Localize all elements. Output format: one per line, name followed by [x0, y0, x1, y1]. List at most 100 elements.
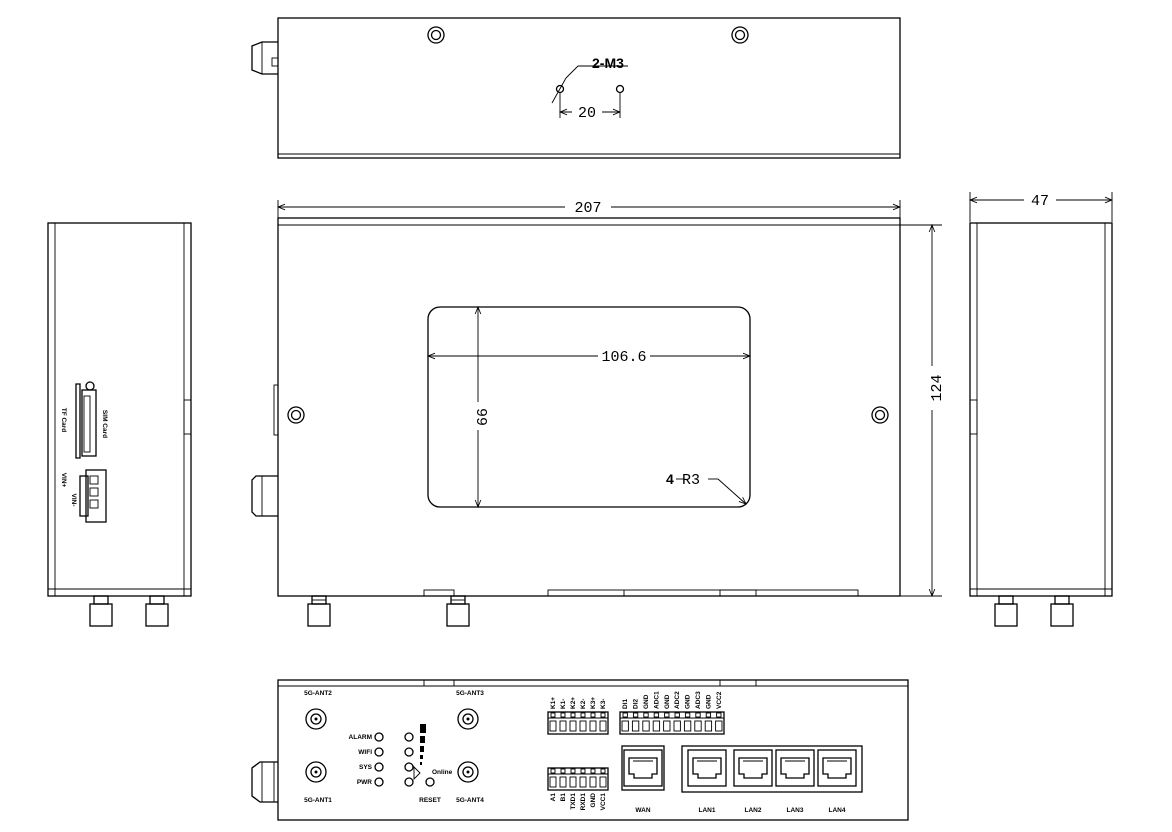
- terminal-screw: [589, 776, 597, 788]
- reset-button[interactable]: [425, 777, 435, 787]
- corner-count-label: 4: [666, 471, 674, 487]
- terminal-label: K2-: [580, 699, 587, 709]
- antenna-label: 5G-ANT1: [304, 797, 332, 804]
- terminal-label: VCC1: [600, 793, 607, 811]
- antenna-label: 5G-ANT3: [456, 690, 484, 697]
- terminal-label: K1-: [560, 699, 567, 709]
- antenna-port-icon: [457, 708, 479, 730]
- terminal-label: A1: [550, 793, 557, 802]
- terminal-screw: [549, 720, 557, 732]
- terminal-screw: [579, 776, 587, 788]
- terminal-screw: [663, 720, 671, 732]
- main-view: 207 124 106.6 6: [251, 198, 946, 627]
- antenna-connector-icon: [1050, 595, 1074, 627]
- ethernet-port-lan3[interactable]: [775, 749, 815, 787]
- antenna-label: 5G-ANT4: [456, 797, 484, 804]
- led-icon: [404, 732, 414, 742]
- led-icon: [404, 777, 414, 787]
- depth-dimension: 47: [1031, 193, 1049, 210]
- terminal-screw: [621, 720, 629, 732]
- terminal-label: GND: [664, 694, 671, 709]
- port-label: LAN2: [745, 807, 762, 814]
- led-icon: [404, 762, 414, 772]
- antenna-port-icon: [305, 708, 327, 730]
- terminal-label: ADC2: [674, 691, 681, 709]
- led-label: PWR: [357, 779, 372, 786]
- right-side-view: 47: [970, 191, 1112, 627]
- led-icon: [374, 762, 384, 772]
- led-label: ALARM: [349, 734, 372, 741]
- ethernet-port-lan4[interactable]: [817, 749, 857, 787]
- terminal-label: DI2: [633, 699, 640, 710]
- screw-icon: [287, 406, 305, 424]
- antenna-connector-icon: [145, 595, 169, 627]
- terminal-screw: [579, 720, 587, 732]
- vin-plus-label: VIN+: [60, 473, 67, 488]
- terminal-label: RXD1: [580, 793, 587, 811]
- terminal-label: GND: [685, 694, 692, 709]
- ethernet-port-wan[interactable]: [621, 745, 665, 791]
- led-label: SYS: [359, 764, 373, 771]
- terminal-screw: [631, 720, 640, 732]
- terminal-block-body: [547, 767, 609, 791]
- terminal-label: TXD1: [570, 793, 577, 810]
- hole-spacing-label: 20: [578, 105, 596, 122]
- terminal-screw: [559, 720, 567, 732]
- led-icon: [374, 777, 384, 787]
- online-label: Online: [432, 769, 453, 776]
- terminal-label: K3-: [600, 699, 607, 709]
- terminal-screw: [569, 776, 577, 788]
- led-label: WIFI: [358, 749, 372, 756]
- antenna-label: 5G-ANT2: [304, 690, 332, 697]
- ethernet-port-lan1[interactable]: [687, 749, 727, 787]
- terminal-label: VCC2: [716, 691, 723, 709]
- terminal-screw: [559, 776, 567, 788]
- height-dimension: 124: [929, 374, 946, 401]
- terminal-screw: [599, 720, 607, 732]
- antenna-port-icon: [305, 761, 327, 783]
- front-panel-view: 5G-ANT2 5G-ANT1 5G-ANT3 5G-ANT4 ALARM WI…: [251, 679, 909, 821]
- antenna-connector-icon: [994, 595, 1018, 627]
- terminal-label: K1+: [550, 697, 557, 709]
- vin-minus-label: VIN-: [70, 494, 77, 507]
- terminal-label: K2+: [570, 697, 577, 709]
- terminal-screw: [569, 720, 577, 732]
- terminal-block: [619, 711, 725, 735]
- reset-label: RESET: [419, 797, 441, 804]
- terminal-block-body: [619, 711, 725, 735]
- terminal-screw: [683, 720, 692, 732]
- screw-icon: [871, 406, 889, 424]
- antenna-connector-icon: [446, 595, 470, 627]
- terminal-screw: [589, 720, 597, 732]
- terminal-screw: [673, 720, 681, 732]
- top-view: 20 2-M3: [251, 17, 901, 159]
- ethernet-port-lan2[interactable]: [733, 749, 773, 787]
- terminal-screw: [694, 720, 702, 732]
- port-label: LAN3: [787, 807, 804, 814]
- terminal-screw: [599, 776, 607, 788]
- terminal-screw: [642, 720, 650, 732]
- terminal-label: B1: [560, 793, 567, 802]
- terminal-screw: [549, 776, 557, 788]
- triangle-icon: [413, 765, 421, 781]
- terminal-block-body: [547, 711, 609, 735]
- terminal-label: GND: [705, 694, 712, 709]
- terminal-labels: K1+K1-K2+K2-K3+K3-: [550, 697, 607, 709]
- terminal-label: ADC1: [653, 691, 660, 709]
- terminal-screw: [715, 720, 723, 732]
- tf-card-label: TF Card: [60, 408, 67, 433]
- led-icon: [374, 732, 384, 742]
- terminal-label: ADC3: [695, 691, 702, 709]
- port-label: LAN4: [829, 807, 846, 814]
- window-height-dimension: 66: [475, 408, 492, 426]
- terminal-label: DI1: [622, 699, 629, 710]
- antenna-connector-icon: [89, 595, 113, 627]
- width-dimension: 207: [574, 200, 601, 217]
- left-side-view: TF Card SIM Card VIN+ VIN-: [47, 222, 192, 627]
- screw-icon: [427, 26, 445, 44]
- terminal-label: GND: [643, 694, 650, 709]
